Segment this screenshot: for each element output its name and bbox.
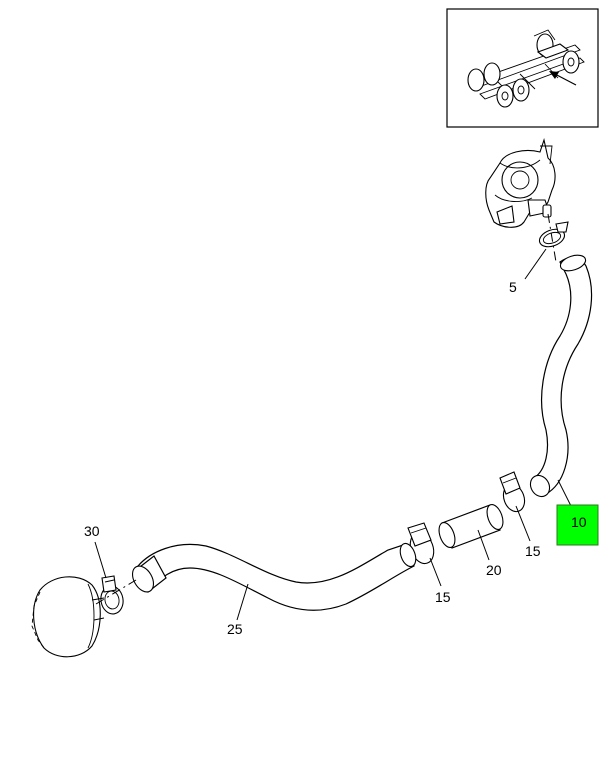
centerline-lower bbox=[95, 579, 137, 605]
callout-10-highlight[interactable]: 10 bbox=[556, 504, 599, 546]
callout-15-left[interactable]: 15 bbox=[435, 589, 451, 605]
turbocharger bbox=[485, 137, 556, 228]
callout-10-highlight-box[interactable] bbox=[556, 504, 599, 546]
leader-lines bbox=[94, 248, 573, 621]
callout-30[interactable]: 30 bbox=[84, 523, 100, 539]
hose-clamp-30 bbox=[100, 575, 124, 615]
callout-5[interactable]: 5 bbox=[509, 279, 517, 295]
tube-20 bbox=[438, 504, 504, 549]
callout-15-right[interactable]: 15 bbox=[525, 543, 541, 559]
chassis-locator-icon bbox=[467, 29, 585, 108]
locator-inset bbox=[446, 8, 599, 128]
hose-10 bbox=[529, 254, 593, 498]
callout-20[interactable]: 20 bbox=[486, 562, 502, 578]
locator-arrow-icon bbox=[549, 71, 577, 86]
hose-clamp-5 bbox=[538, 221, 569, 248]
centerline-upper bbox=[547, 213, 557, 263]
hose-clamp-15-left bbox=[407, 522, 435, 565]
callout-25[interactable]: 25 bbox=[227, 621, 243, 637]
air-intake bbox=[31, 576, 105, 658]
hose-25 bbox=[131, 542, 417, 611]
callout-10[interactable]: 10 bbox=[571, 514, 587, 530]
hose-clamp-15-right bbox=[499, 471, 526, 513]
